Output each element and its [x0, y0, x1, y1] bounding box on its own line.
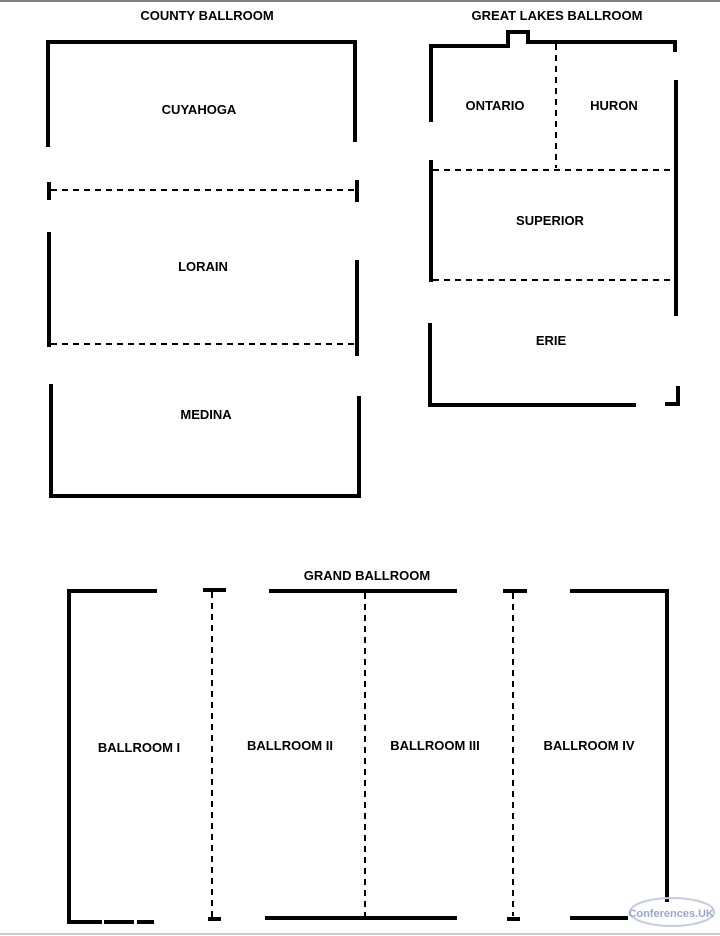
watermark-swoosh-icon	[629, 897, 715, 927]
watermark-text: Conferences.UK	[628, 908, 714, 920]
grand-ballroom-title: GRAND BALLROOM	[304, 568, 430, 583]
county-ballroom-title: COUNTY BALLROOM	[140, 8, 273, 23]
ballroom-i-walls	[67, 589, 157, 924]
county-ballroom: COUNTY BALLROOM CUYAHOGA LORAIN MEDINA	[46, 8, 361, 498]
great-lakes-ballroom: GREAT LAKES BALLROOM ONTARIO HURON SUPER…	[428, 8, 680, 407]
room-label-medina: MEDINA	[180, 407, 232, 422]
erie-walls	[428, 323, 636, 407]
cuyahoga-walls	[46, 40, 357, 147]
great-lakes-top-wall	[429, 30, 677, 122]
room-label-ballroom-iii: BALLROOM III	[390, 738, 480, 753]
room-label-cuyahoga: CUYAHOGA	[162, 102, 237, 117]
room-label-ontario: ONTARIO	[466, 98, 525, 113]
room-label-superior: SUPERIOR	[516, 213, 585, 228]
room-label-ballroom-i: BALLROOM I	[98, 740, 180, 755]
erie-corner-wall	[665, 386, 680, 406]
grand-ballroom: GRAND BALLROOM BALLROOM I BALLROOM II BA…	[67, 568, 669, 924]
great-lakes-ballroom-title: GREAT LAKES BALLROOM	[472, 8, 643, 23]
room-label-lorain: LORAIN	[178, 259, 228, 274]
room-label-ballroom-iv: BALLROOM IV	[544, 738, 635, 753]
room-label-erie: ERIE	[536, 333, 567, 348]
ballroom-iv-walls	[570, 589, 669, 902]
watermark: Conferences.UK	[628, 897, 715, 927]
room-label-huron: HURON	[590, 98, 638, 113]
room-label-ballroom-ii: BALLROOM II	[247, 738, 333, 753]
medina-walls	[49, 384, 361, 498]
